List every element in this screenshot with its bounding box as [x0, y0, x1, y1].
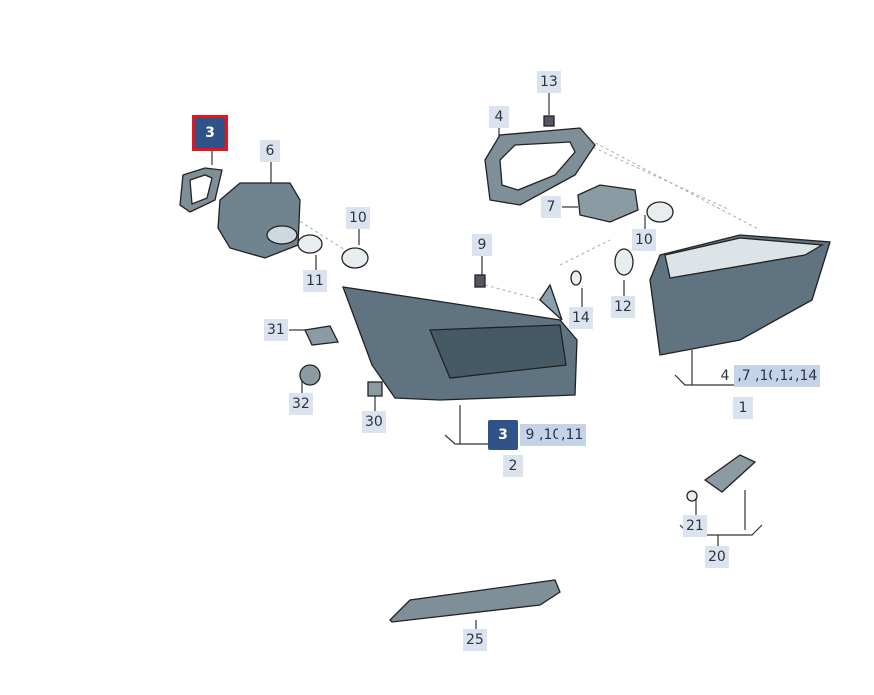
group2-part-3[interactable]: 3	[488, 420, 518, 450]
callout-3-selected[interactable]: 3	[192, 115, 228, 151]
callout-4[interactable]: 4	[489, 106, 509, 128]
callout-13[interactable]: 13	[537, 71, 561, 93]
group2-part-11[interactable]: ,11	[558, 424, 587, 446]
group1-part-7[interactable]: ,7	[734, 365, 754, 387]
callout-32[interactable]: 32	[289, 393, 313, 415]
group1-part-14[interactable]: ,14	[792, 365, 821, 387]
callout-21[interactable]: 21	[683, 515, 707, 537]
callout-2[interactable]: 2	[503, 455, 523, 477]
callout-10[interactable]: 10	[346, 207, 370, 229]
callout-1[interactable]: 1	[733, 397, 753, 419]
callout-10b[interactable]: 10	[632, 229, 656, 251]
callout-20[interactable]: 20	[705, 546, 729, 568]
group1-part-4[interactable]: 4	[720, 368, 730, 384]
callout-14[interactable]: 14	[569, 307, 593, 329]
callout-25[interactable]: 25	[463, 629, 487, 651]
callout-7[interactable]: 7	[541, 196, 561, 218]
callout-31[interactable]: 31	[264, 319, 288, 341]
callout-6[interactable]: 6	[260, 140, 280, 162]
callout-30[interactable]: 30	[362, 411, 386, 433]
callout-12[interactable]: 12	[611, 296, 635, 318]
group2-part-10[interactable]: ,10	[536, 424, 565, 446]
group2-part-9[interactable]: 9	[520, 424, 540, 446]
callout-9[interactable]: 9	[472, 234, 492, 256]
callout-11[interactable]: 11	[303, 270, 327, 292]
